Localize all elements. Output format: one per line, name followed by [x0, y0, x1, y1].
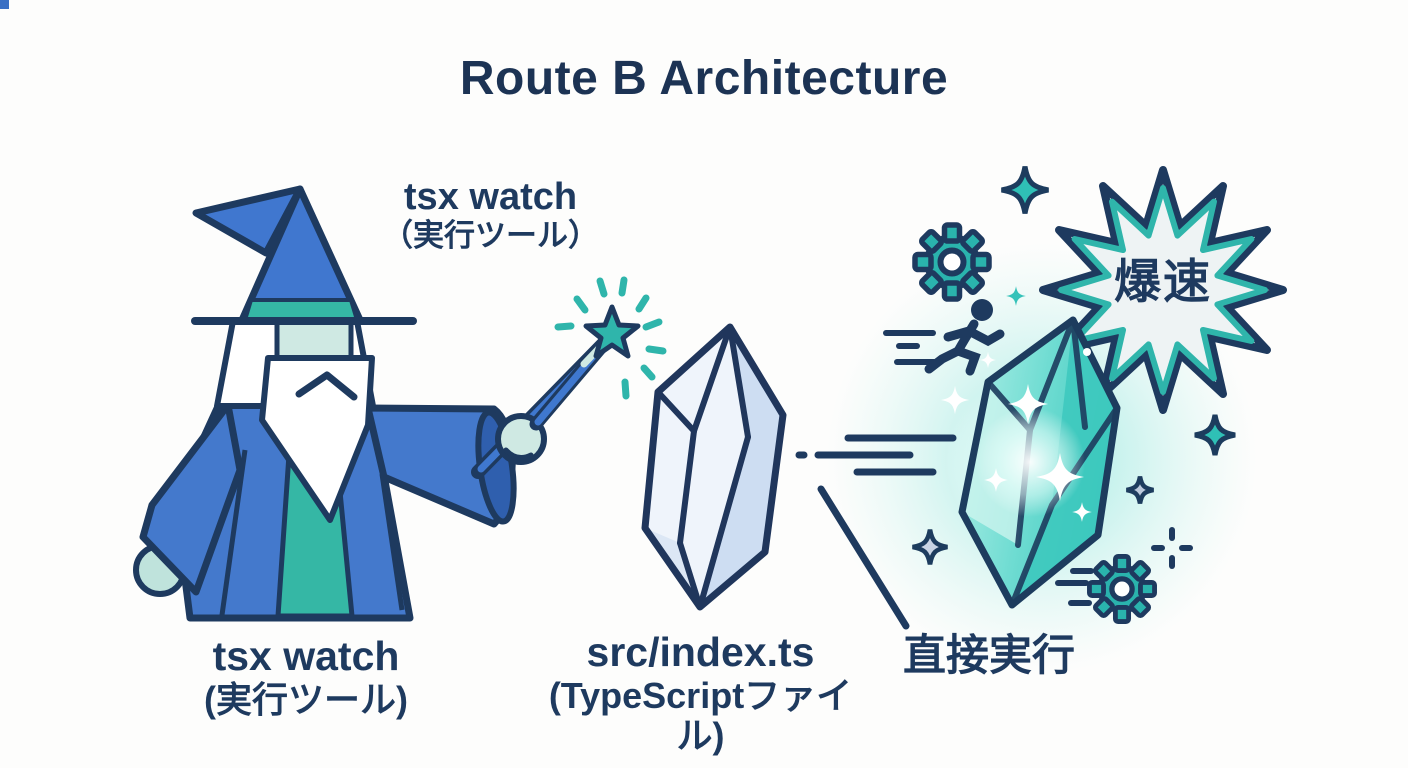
wizard-hat — [191, 185, 417, 325]
wizard-tool-label-top: tsx watch （実行ツール） — [368, 176, 613, 253]
glowing-crystal-icon — [940, 316, 1121, 609]
direct-execution-label: 直接実行 — [903, 632, 1075, 680]
speed-burst-shape — [1039, 166, 1287, 414]
running-person-icon — [883, 299, 1005, 376]
wizard-character — [133, 185, 619, 622]
gear-icon-bottom — [1055, 556, 1155, 621]
source-file-name: src/index.ts — [586, 629, 815, 675]
source-file-subtitle: (TypeScriptファイル) — [548, 674, 853, 757]
wizard-tool-name: tsx watch — [403, 176, 578, 218]
crystal-icon — [641, 323, 787, 611]
corner-mark — [0, 0, 9, 9]
wizard-tool-subtitle: （実行ツール） — [382, 217, 599, 253]
page-title: Route B Architecture — [459, 52, 949, 105]
star-icon — [554, 276, 667, 400]
speed-lines — [795, 434, 957, 476]
wizard-tool-name-bottom: tsx watch — [212, 633, 400, 679]
wizard-tool-subtitle-bottom: (実行ツール) — [204, 678, 408, 720]
white-sparkles — [940, 348, 1092, 522]
source-file-label: src/index.ts (TypeScriptファイル) — [528, 629, 873, 757]
wizard-beard — [259, 355, 375, 523]
wizard-left-sleeve — [139, 401, 244, 596]
gear-speed-lines — [1055, 568, 1094, 606]
diagonal-pointer-line — [817, 485, 910, 630]
gear-icon-top — [915, 225, 989, 299]
speed-burst-label: 爆速 — [1114, 255, 1212, 308]
wizard-mustache — [295, 371, 358, 401]
wizard-tool-label-bottom: tsx watch (実行ツール) — [182, 633, 430, 720]
plus-crosshair-icon — [1151, 527, 1193, 569]
star-rays — [554, 276, 667, 400]
